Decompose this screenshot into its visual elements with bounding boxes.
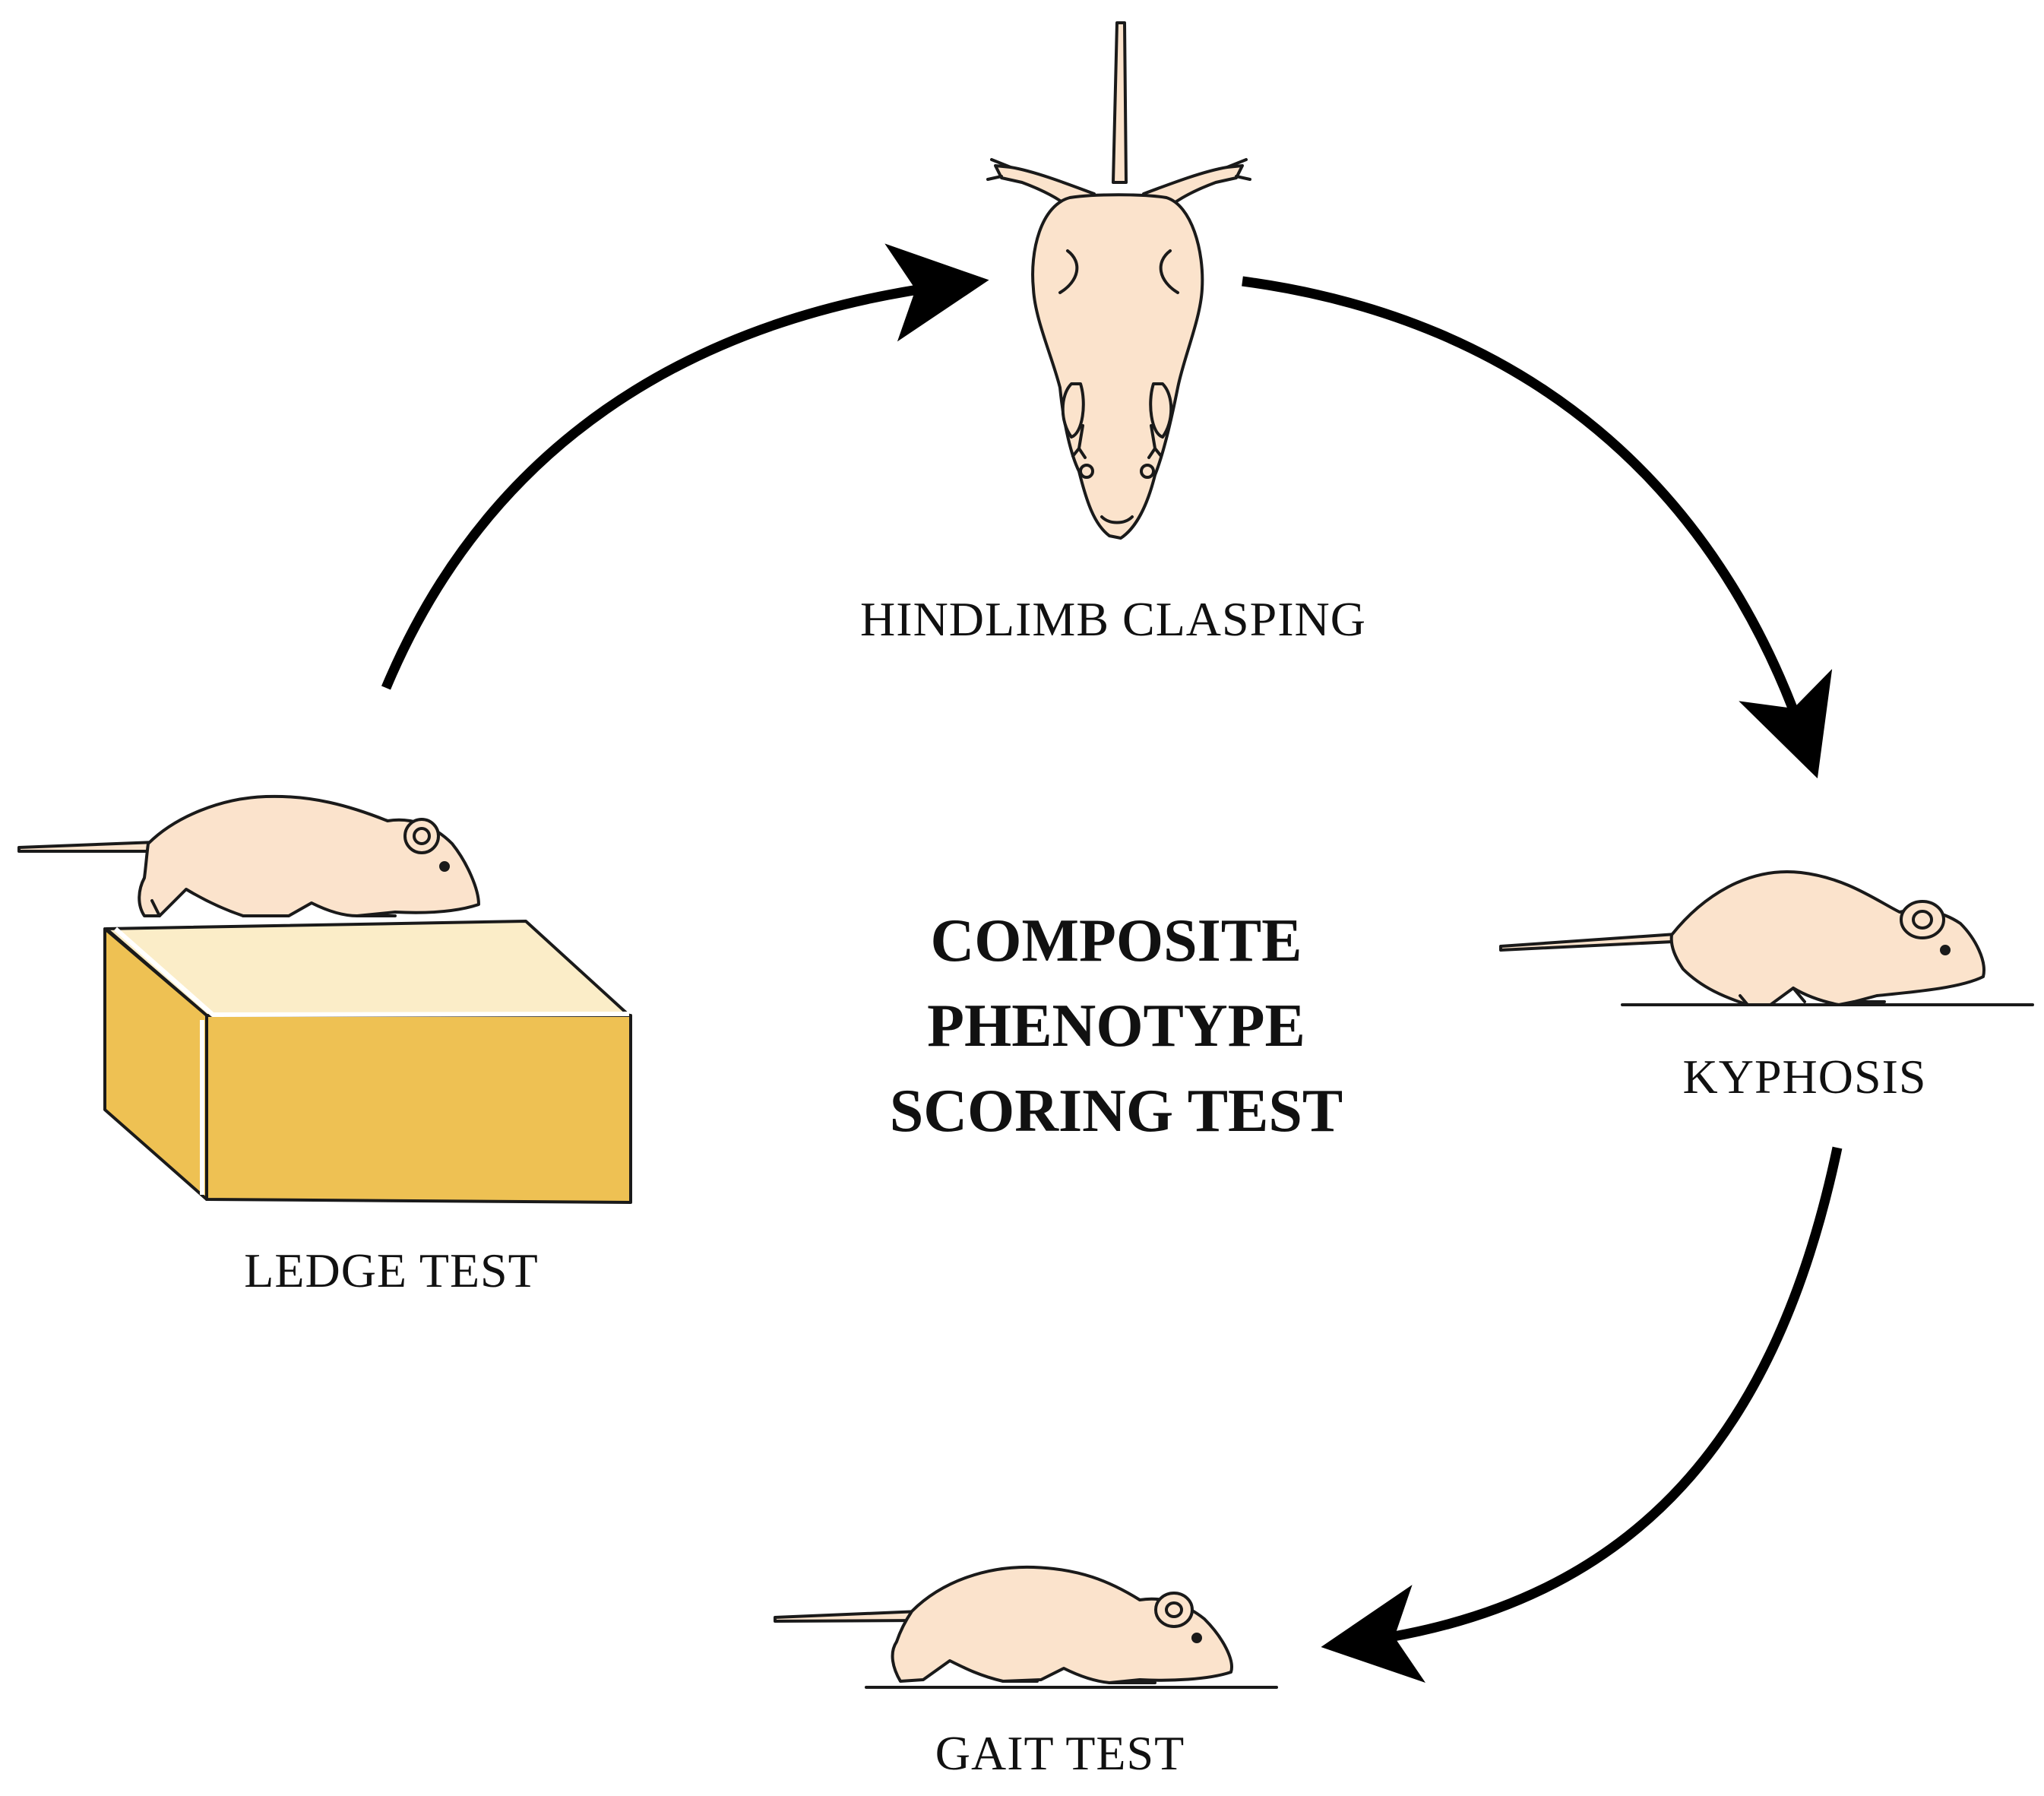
center-title-line-1: COMPOSITE [930,908,1302,974]
gait-mouse-illustration [774,1565,1278,1689]
ledge-mouse-illustration [17,794,480,917]
ledge-test-label: LEDGE TEST [244,1243,539,1297]
center-title-line-2: PHENOTYPE [927,993,1305,1060]
arrow-hindlimb-to-kyphosis [1242,276,1833,779]
kyphosis-mouse-illustration [1499,870,2034,1006]
arrow-ledge-to-hindlimb [381,243,989,690]
center-title: COMPOSITE PHENOTYPE SCORING TEST [890,898,1343,1154]
ledge-box-illustration [103,920,632,1204]
hanging-mouse-illustration [986,21,1251,540]
hindlimb-clasping-label: HINDLIMB CLASPING [860,592,1366,646]
arrow-kyphosis-to-gait [1321,1146,1843,1683]
center-title-line-3: SCORING TEST [889,1078,1343,1145]
gait-test-label: GAIT TEST [935,1726,1185,1780]
kyphosis-label: KYPHOSIS [1682,1050,1927,1104]
